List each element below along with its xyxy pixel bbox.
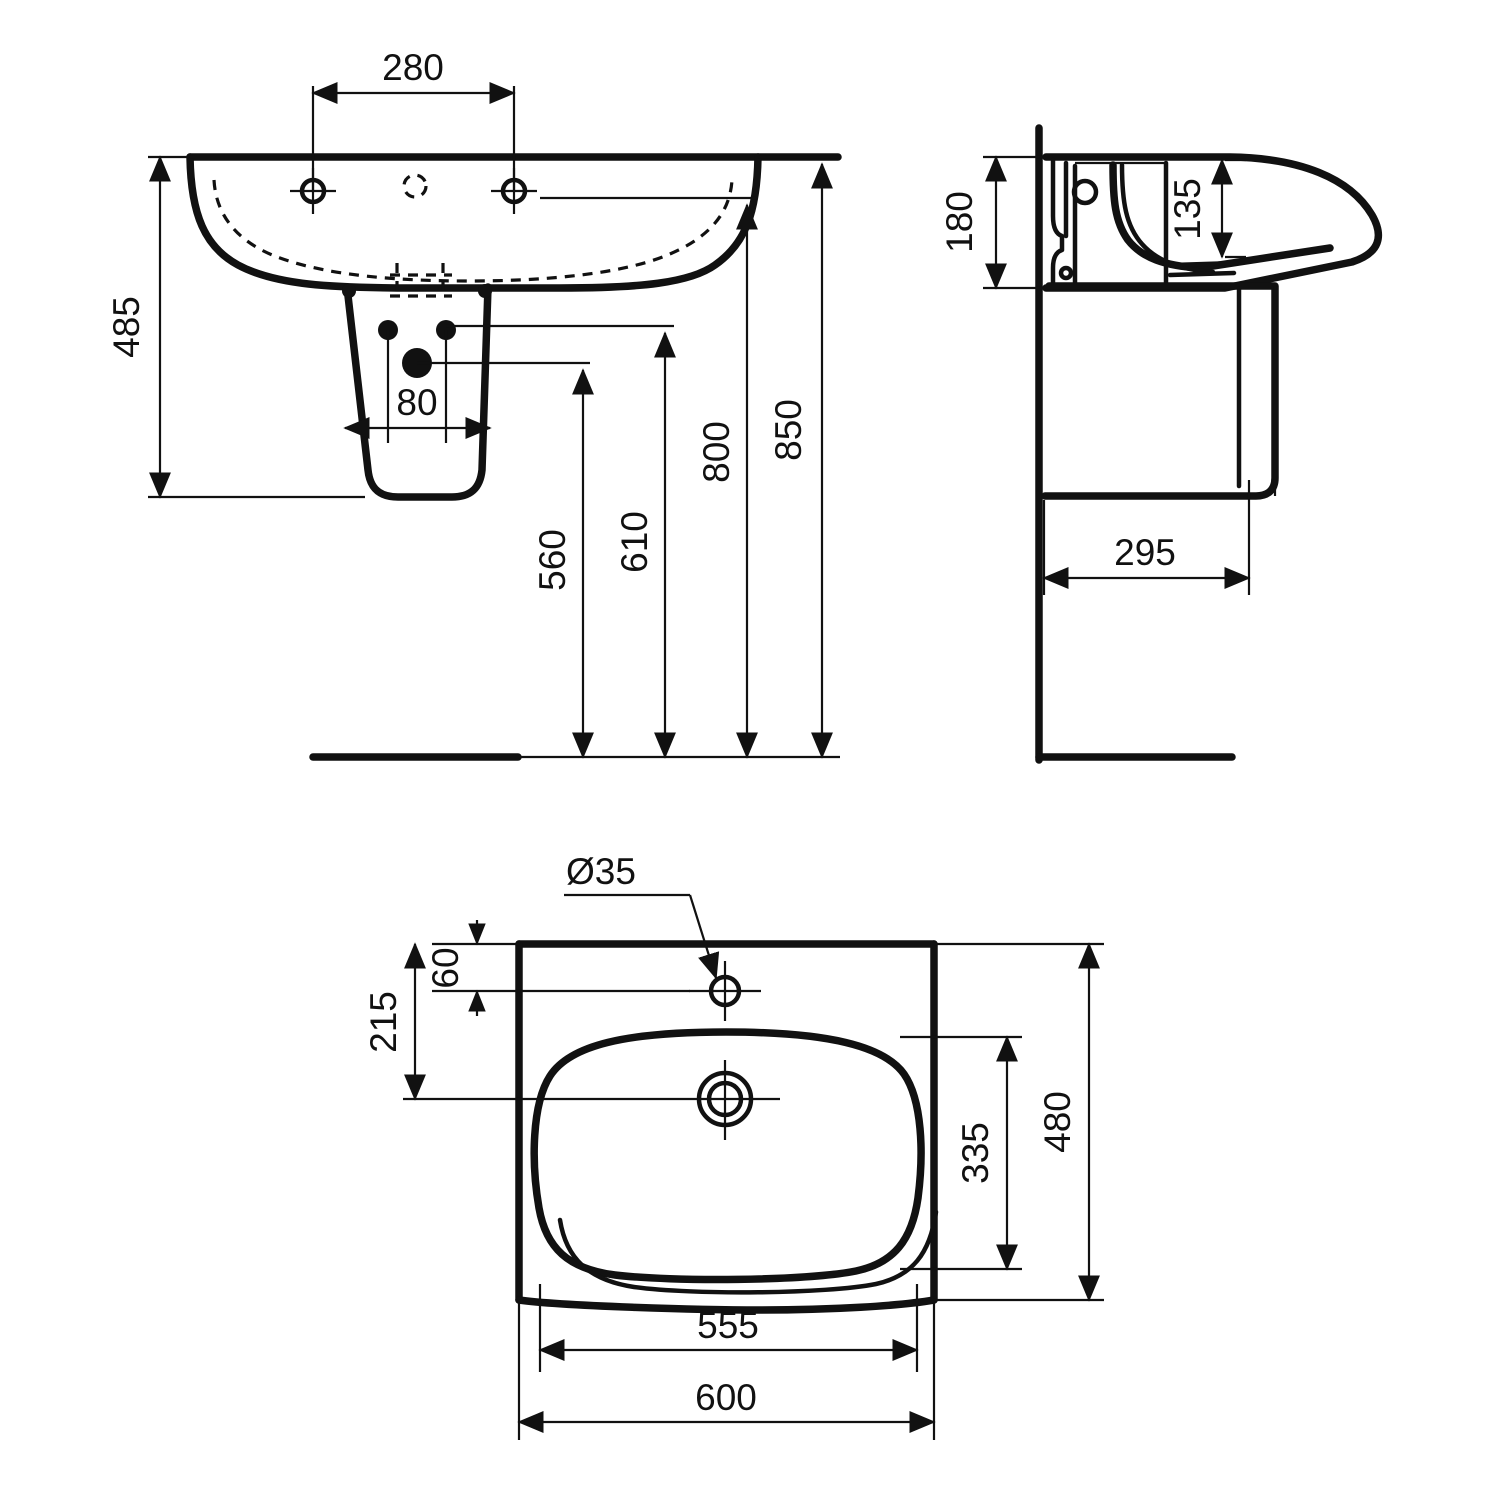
connection-points-front	[378, 320, 456, 378]
diameter-callout-35-label: Ø35	[566, 851, 636, 892]
dimension-180-label: 180	[939, 191, 980, 253]
front-elevation-view: 280 485 80 560 610	[106, 47, 842, 761]
dimension-135: 135	[1167, 158, 1246, 259]
dimension-485: 485	[106, 155, 365, 499]
tap-hole-centre-optional	[402, 173, 428, 199]
dimension-600: 600	[517, 1300, 936, 1440]
waste-outlet-plan	[670, 1060, 780, 1140]
dimension-215: 215	[363, 942, 670, 1101]
diameter-callout-35: Ø35	[564, 851, 720, 980]
tap-hole-plan	[689, 961, 761, 1021]
dimension-135-label: 135	[1167, 178, 1208, 240]
dimension-215-label: 215	[363, 991, 404, 1053]
dimension-850: 850	[758, 155, 840, 759]
dimension-850-label: 850	[768, 399, 809, 461]
wall-bracket-detail	[1050, 157, 1169, 289]
basin-side-profile	[1042, 153, 1383, 292]
dimension-280-label: 280	[382, 47, 444, 88]
basin-plan-outline	[515, 940, 938, 1314]
dimension-480-label: 480	[1037, 1091, 1078, 1153]
semi-pedestal-front	[342, 283, 492, 501]
dimension-560-label: 560	[532, 529, 573, 591]
dimension-60-label: 60	[425, 947, 466, 988]
waste-hidden-detail	[390, 263, 452, 298]
basin-bowl-hidden-edge	[212, 179, 734, 283]
plan-view: Ø35 60 215 335 480	[363, 851, 1104, 1440]
dimension-600-label: 600	[695, 1377, 757, 1418]
dimension-800-label: 800	[696, 421, 737, 483]
dimension-295: 295	[1042, 480, 1251, 595]
dimension-560: 560	[417, 361, 594, 759]
bowl-plan-outline	[530, 1028, 939, 1295]
semi-pedestal-side	[1041, 282, 1279, 500]
dimension-485-label: 485	[106, 296, 147, 358]
dimension-555: 555	[538, 1284, 919, 1372]
dimension-335: 335	[900, 1035, 1022, 1271]
side-elevation-view: 180 135 295	[939, 124, 1383, 764]
dimension-610-label: 610	[614, 511, 655, 573]
dimension-555-label: 555	[697, 1305, 759, 1346]
dimension-295-label: 295	[1114, 532, 1176, 573]
dimension-60: 60	[425, 920, 690, 1016]
dimension-335-label: 335	[955, 1122, 996, 1184]
dimension-80-label: 80	[396, 382, 437, 423]
dimension-800: 800	[540, 196, 758, 759]
dimension-80: 80	[343, 330, 492, 443]
dimension-180: 180	[939, 155, 1046, 290]
dimension-610: 610	[446, 324, 676, 759]
dimension-480: 480	[934, 942, 1104, 1302]
dimension-280: 280	[311, 47, 516, 191]
